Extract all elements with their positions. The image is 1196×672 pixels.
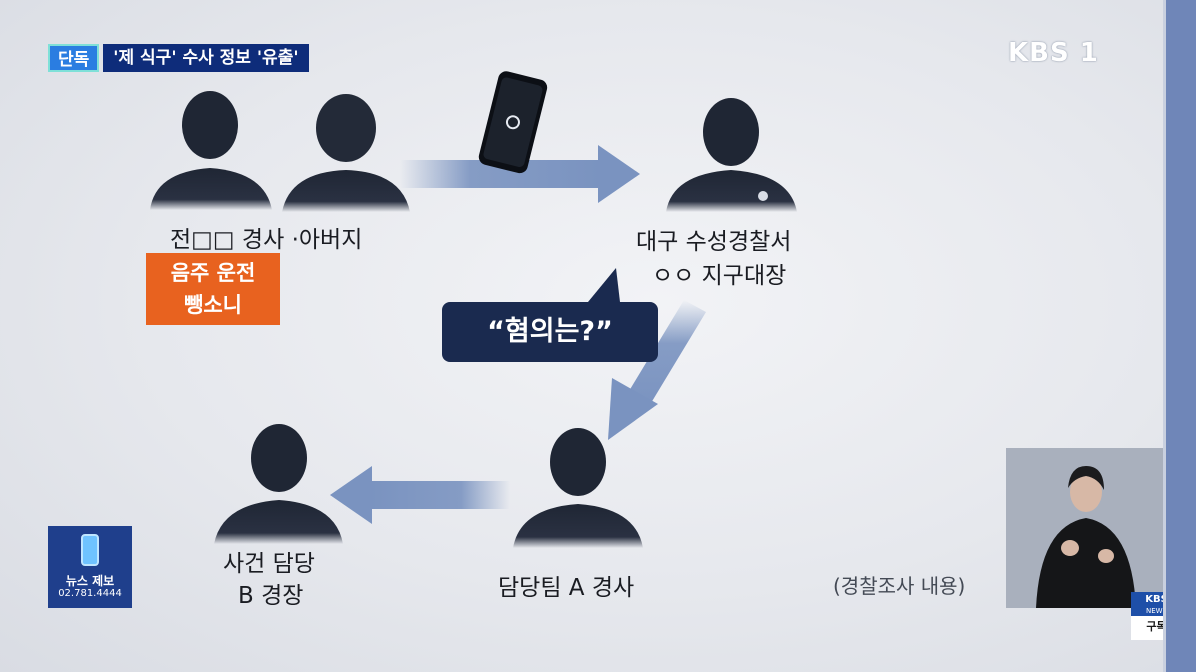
label-chief: ㅇㅇ 지구대장 bbox=[652, 263, 787, 289]
source-note: (경찰조사 내용) bbox=[833, 574, 966, 598]
news-tip-box: 뉴스 제보 02.781.4444 bbox=[48, 526, 132, 608]
charges-box: 음주 운전 뺑소니 bbox=[146, 253, 280, 325]
label-case-line2: B 경장 bbox=[238, 583, 304, 609]
exclusive-tag: 단독 bbox=[48, 44, 100, 72]
arrow-left bbox=[330, 466, 510, 524]
news-caption: 단독 '제 식구' 수사 정보 '유출' bbox=[48, 44, 309, 72]
label-station: 대구 수성경찰서 bbox=[636, 229, 792, 255]
frame-edge bbox=[1166, 0, 1196, 672]
speech-tail bbox=[588, 268, 620, 302]
person-icon-officer-a bbox=[513, 428, 643, 548]
sign-language-interpreter bbox=[1006, 448, 1166, 608]
frame-edge-light bbox=[1163, 0, 1166, 672]
badge-subscribe: 구독 bbox=[1146, 620, 1167, 633]
charge-hit-and-run: 뺑소니 bbox=[184, 293, 242, 317]
label-son-father: 전□□ 경사 ·아버지 bbox=[170, 227, 363, 253]
phone-icon bbox=[478, 71, 548, 174]
person-icon-chief bbox=[666, 98, 797, 212]
badge-news: NEWS bbox=[1131, 606, 1182, 616]
speech-bubble: “혐의는?” bbox=[442, 302, 658, 362]
person-icon-officer-b bbox=[214, 424, 343, 544]
label-case-line1: 사건 담당 bbox=[223, 551, 315, 577]
charge-dui: 음주 운전 bbox=[170, 261, 256, 285]
interpreter-figure bbox=[1036, 466, 1136, 608]
caption-title: '제 식구' 수사 정보 '유출' bbox=[103, 44, 309, 72]
arrow-down-left bbox=[608, 300, 706, 440]
kbs-logo: KBS 1 bbox=[1008, 38, 1099, 68]
phone-icon bbox=[81, 534, 99, 566]
person-icon-father bbox=[282, 94, 410, 212]
person-icon-son bbox=[150, 91, 272, 210]
news-tip-label: 뉴스 제보 bbox=[65, 574, 115, 588]
news-tip-phone: 02.781.4444 bbox=[58, 588, 122, 599]
label-officer-a: 담당팀 A 경사 bbox=[498, 575, 635, 601]
